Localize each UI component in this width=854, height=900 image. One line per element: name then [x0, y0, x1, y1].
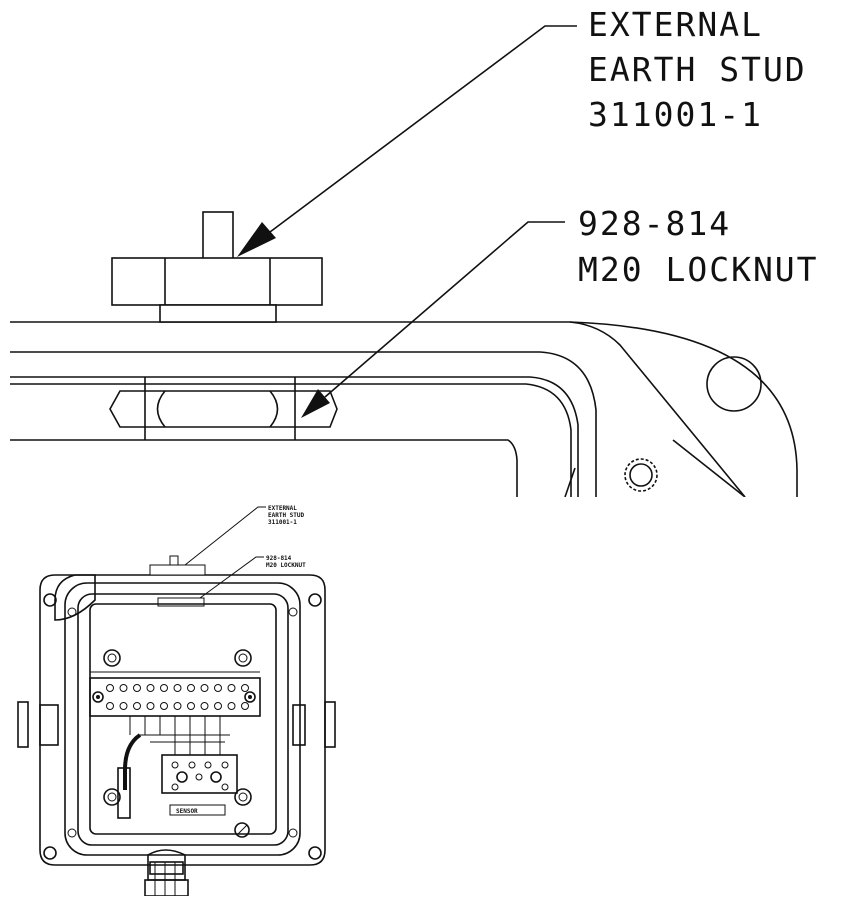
corner-screws	[103, 649, 252, 806]
earth-stud-line1: EXTERNAL	[588, 5, 763, 44]
terminal-hole	[106, 702, 114, 710]
terminal-hole	[106, 684, 114, 692]
cable-gland	[144, 849, 189, 897]
terminal-hole	[227, 684, 236, 692]
terminal-hole	[119, 702, 128, 710]
terminal-hole	[227, 702, 236, 710]
terminal-hole	[200, 684, 209, 692]
terminal-hole	[187, 684, 195, 692]
side-lug-left	[17, 701, 29, 748]
earth-stud-line2: EARTH STUD	[588, 50, 807, 89]
locknut-detail	[109, 377, 338, 440]
terminal-hole	[119, 684, 128, 692]
locknut-callout: 928-814 M20 LOCKNUT	[578, 204, 819, 289]
terminal-hole	[160, 702, 168, 710]
sensor-block: SENSOR	[161, 754, 238, 816]
terminal-hole	[200, 702, 209, 710]
terminal-hole	[241, 702, 249, 710]
terminal-block-main	[89, 671, 261, 717]
terminal-hole	[241, 684, 249, 692]
mounting-hole-br	[308, 846, 322, 860]
earth-stud-line3: 311001-1	[588, 95, 763, 134]
ov-earth-line2: EARTH STUD	[268, 512, 305, 519]
ov-earth-line1: EXTERNAL	[268, 505, 297, 512]
overview-callouts: EXTERNAL EARTH STUD 311001-1 928-814 M20…	[184, 505, 306, 599]
corner-screw-detail	[624, 458, 658, 492]
junction-box-overview: EXTERNAL EARTH STUD 311001-1 928-814 M20…	[17, 505, 336, 897]
terminal-hole	[214, 702, 222, 710]
terminal-hole	[160, 684, 168, 692]
detail-view	[10, 25, 798, 497]
mounting-hole-bl	[43, 846, 57, 860]
locknut-leader	[301, 221, 565, 418]
terminal-hole	[173, 684, 182, 692]
ov-locknut-line1: 928-814	[266, 555, 292, 562]
sensor-label: SENSOR	[176, 808, 198, 815]
enclosure-wall-detail	[10, 321, 798, 497]
terminal-hole	[214, 684, 222, 692]
terminal-hole	[173, 702, 182, 710]
side-lug-right	[324, 701, 336, 748]
terminal-hole	[133, 702, 141, 710]
terminal-hole	[133, 684, 141, 692]
terminal-hole	[187, 702, 195, 710]
ov-locknut-line2: M20 LOCKNUT	[266, 562, 306, 569]
locknut-line1: 928-814	[578, 204, 731, 243]
terminal-hole	[146, 702, 155, 710]
terminal-hole	[146, 684, 155, 692]
earth-stud-leader	[237, 25, 577, 257]
mounting-hole-tr	[308, 593, 322, 607]
mounting-hole-detail	[706, 356, 762, 412]
earth-stud-detail	[111, 211, 323, 323]
mounting-hole-tl	[43, 593, 57, 607]
earth-stud-callout: EXTERNAL EARTH STUD 311001-1	[588, 5, 807, 134]
ov-earth-line3: 311001-1	[268, 519, 297, 526]
locknut-line2: M20 LOCKNUT	[578, 250, 819, 289]
wiring	[123, 716, 230, 790]
